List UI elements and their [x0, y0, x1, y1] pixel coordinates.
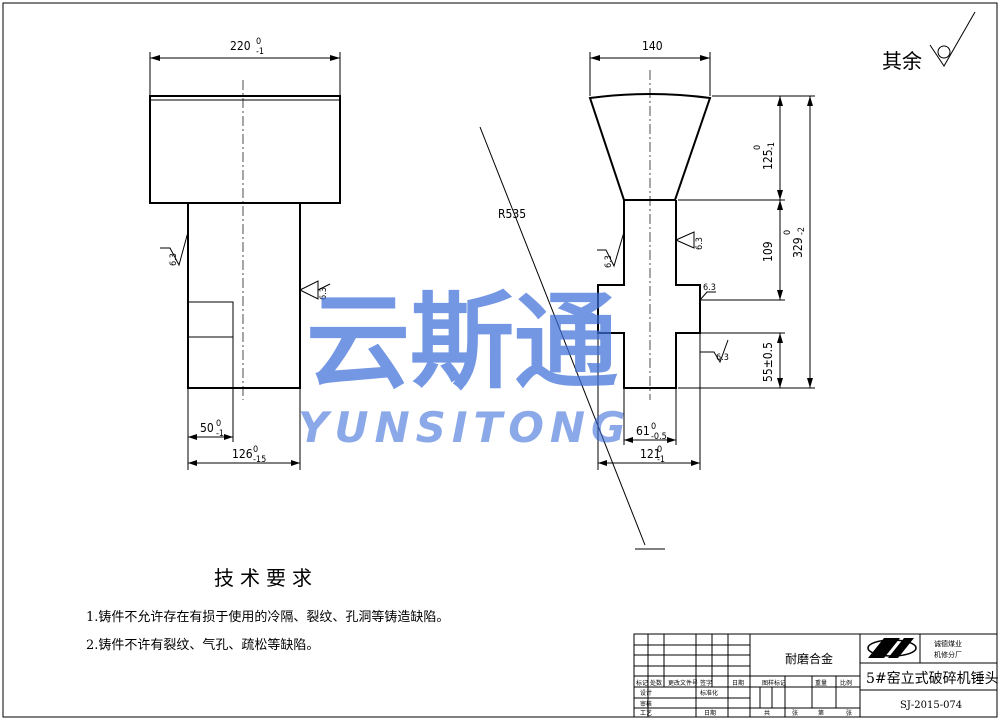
svg-text:设计: 设计	[640, 689, 652, 697]
svg-text:图样标记: 图样标记	[762, 679, 786, 687]
svg-text:-1: -1	[767, 142, 777, 150]
watermark-chinese: 云斯通	[306, 281, 618, 403]
svg-text:工艺: 工艺	[640, 709, 652, 717]
svg-text:重量: 重量	[815, 679, 827, 687]
svg-text:张: 张	[846, 709, 852, 717]
dim-shank-h: 109	[761, 241, 775, 262]
svg-text:审核: 审核	[640, 700, 652, 708]
svg-text:6.3: 6.3	[716, 353, 729, 363]
svg-text:标准化: 标准化	[700, 689, 718, 697]
roughness-symbol	[700, 339, 729, 364]
requirements-title: 技术要求	[214, 566, 318, 590]
company-line2: 机修分厂	[934, 650, 962, 659]
watermark-latin: YUNSITONG	[298, 403, 632, 452]
radius-leader	[479, 126, 646, 546]
company-line1: 诚德煤业	[934, 639, 962, 648]
right-view: R535 140 125 0 -1 109 55±0.5 329 0 -2	[479, 39, 815, 550]
dim-radius: R535	[498, 207, 526, 221]
roughness-symbol	[675, 231, 695, 249]
roughness-note: 其余	[882, 49, 922, 73]
svg-text:6.3: 6.3	[319, 287, 329, 300]
svg-text:张: 张	[792, 709, 798, 717]
title-block: 耐磨合金 标记 处数 更改文件号 签字 日期 设计 标准化 图样标记 重量 比例…	[633, 633, 999, 718]
svg-text:第: 第	[818, 709, 824, 717]
svg-text:0: 0	[657, 445, 662, 455]
svg-text:-1: -1	[256, 47, 264, 57]
svg-text:处数: 处数	[650, 679, 662, 687]
roughness-symbol	[699, 291, 716, 301]
left-dim-keyway: 50	[200, 421, 214, 435]
svg-text:6.3: 6.3	[169, 253, 179, 266]
svg-text:-0.5: -0.5	[651, 432, 667, 442]
left-keyway	[187, 301, 234, 338]
svg-text:日期: 日期	[732, 679, 744, 687]
dim-base-w: 121	[640, 447, 661, 461]
svg-text:标记: 标记	[636, 679, 648, 687]
svg-text:0: 0	[256, 37, 261, 47]
svg-text:0: 0	[253, 445, 258, 455]
svg-text:-15: -15	[253, 455, 266, 465]
svg-text:-1: -1	[657, 455, 665, 465]
svg-text:共: 共	[764, 709, 770, 717]
left-body	[187, 202, 301, 389]
dim-total-h: 329	[791, 237, 805, 258]
drawing-number: SJ-2015-074	[900, 700, 962, 711]
right-head-trapezoid	[588, 93, 712, 201]
part-name: 5#窑立式破碎机锤头	[866, 670, 999, 687]
dim-base-h: 55±0.5	[761, 342, 775, 382]
svg-text:-2: -2	[797, 227, 807, 235]
svg-text:6.3: 6.3	[604, 255, 614, 268]
left-head-block	[149, 95, 341, 204]
roughness-symbol	[597, 231, 625, 268]
svg-text:更改文件号: 更改文件号	[668, 679, 698, 687]
left-view: 220 0 -1 50 0 -1 126 0 -15 6.3 6.3	[149, 37, 341, 470]
svg-text:签字: 签字	[700, 679, 712, 687]
requirement-item: 2.铸件不许有裂纹、气孔、疏松等缺陷。	[86, 638, 320, 653]
company-logo	[867, 638, 917, 658]
roughness-symbol	[160, 231, 189, 267]
left-dim-top: 220	[230, 39, 251, 53]
svg-text:0: 0	[651, 422, 656, 432]
svg-text:0: 0	[216, 419, 221, 429]
svg-text:6.3: 6.3	[703, 283, 716, 293]
material: 耐磨合金	[785, 651, 833, 666]
svg-text:0: 0	[753, 145, 763, 150]
right-shank-profile	[597, 200, 701, 389]
svg-text:0: 0	[783, 230, 793, 235]
svg-text:6.3: 6.3	[695, 237, 705, 250]
svg-text:-1: -1	[216, 429, 224, 439]
requirement-item: 1.铸件不允许存在有损于使用的冷隔、裂纹、孔洞等铸造缺陷。	[86, 610, 450, 625]
roughness-note-icon	[929, 11, 976, 67]
svg-text:日期: 日期	[704, 709, 716, 717]
right-dim-top: 140	[642, 39, 663, 53]
svg-text:比例: 比例	[840, 679, 852, 687]
dim-head-h: 125	[761, 149, 775, 170]
left-dim-body: 126	[232, 447, 253, 461]
dim-neck: 61	[636, 424, 650, 438]
